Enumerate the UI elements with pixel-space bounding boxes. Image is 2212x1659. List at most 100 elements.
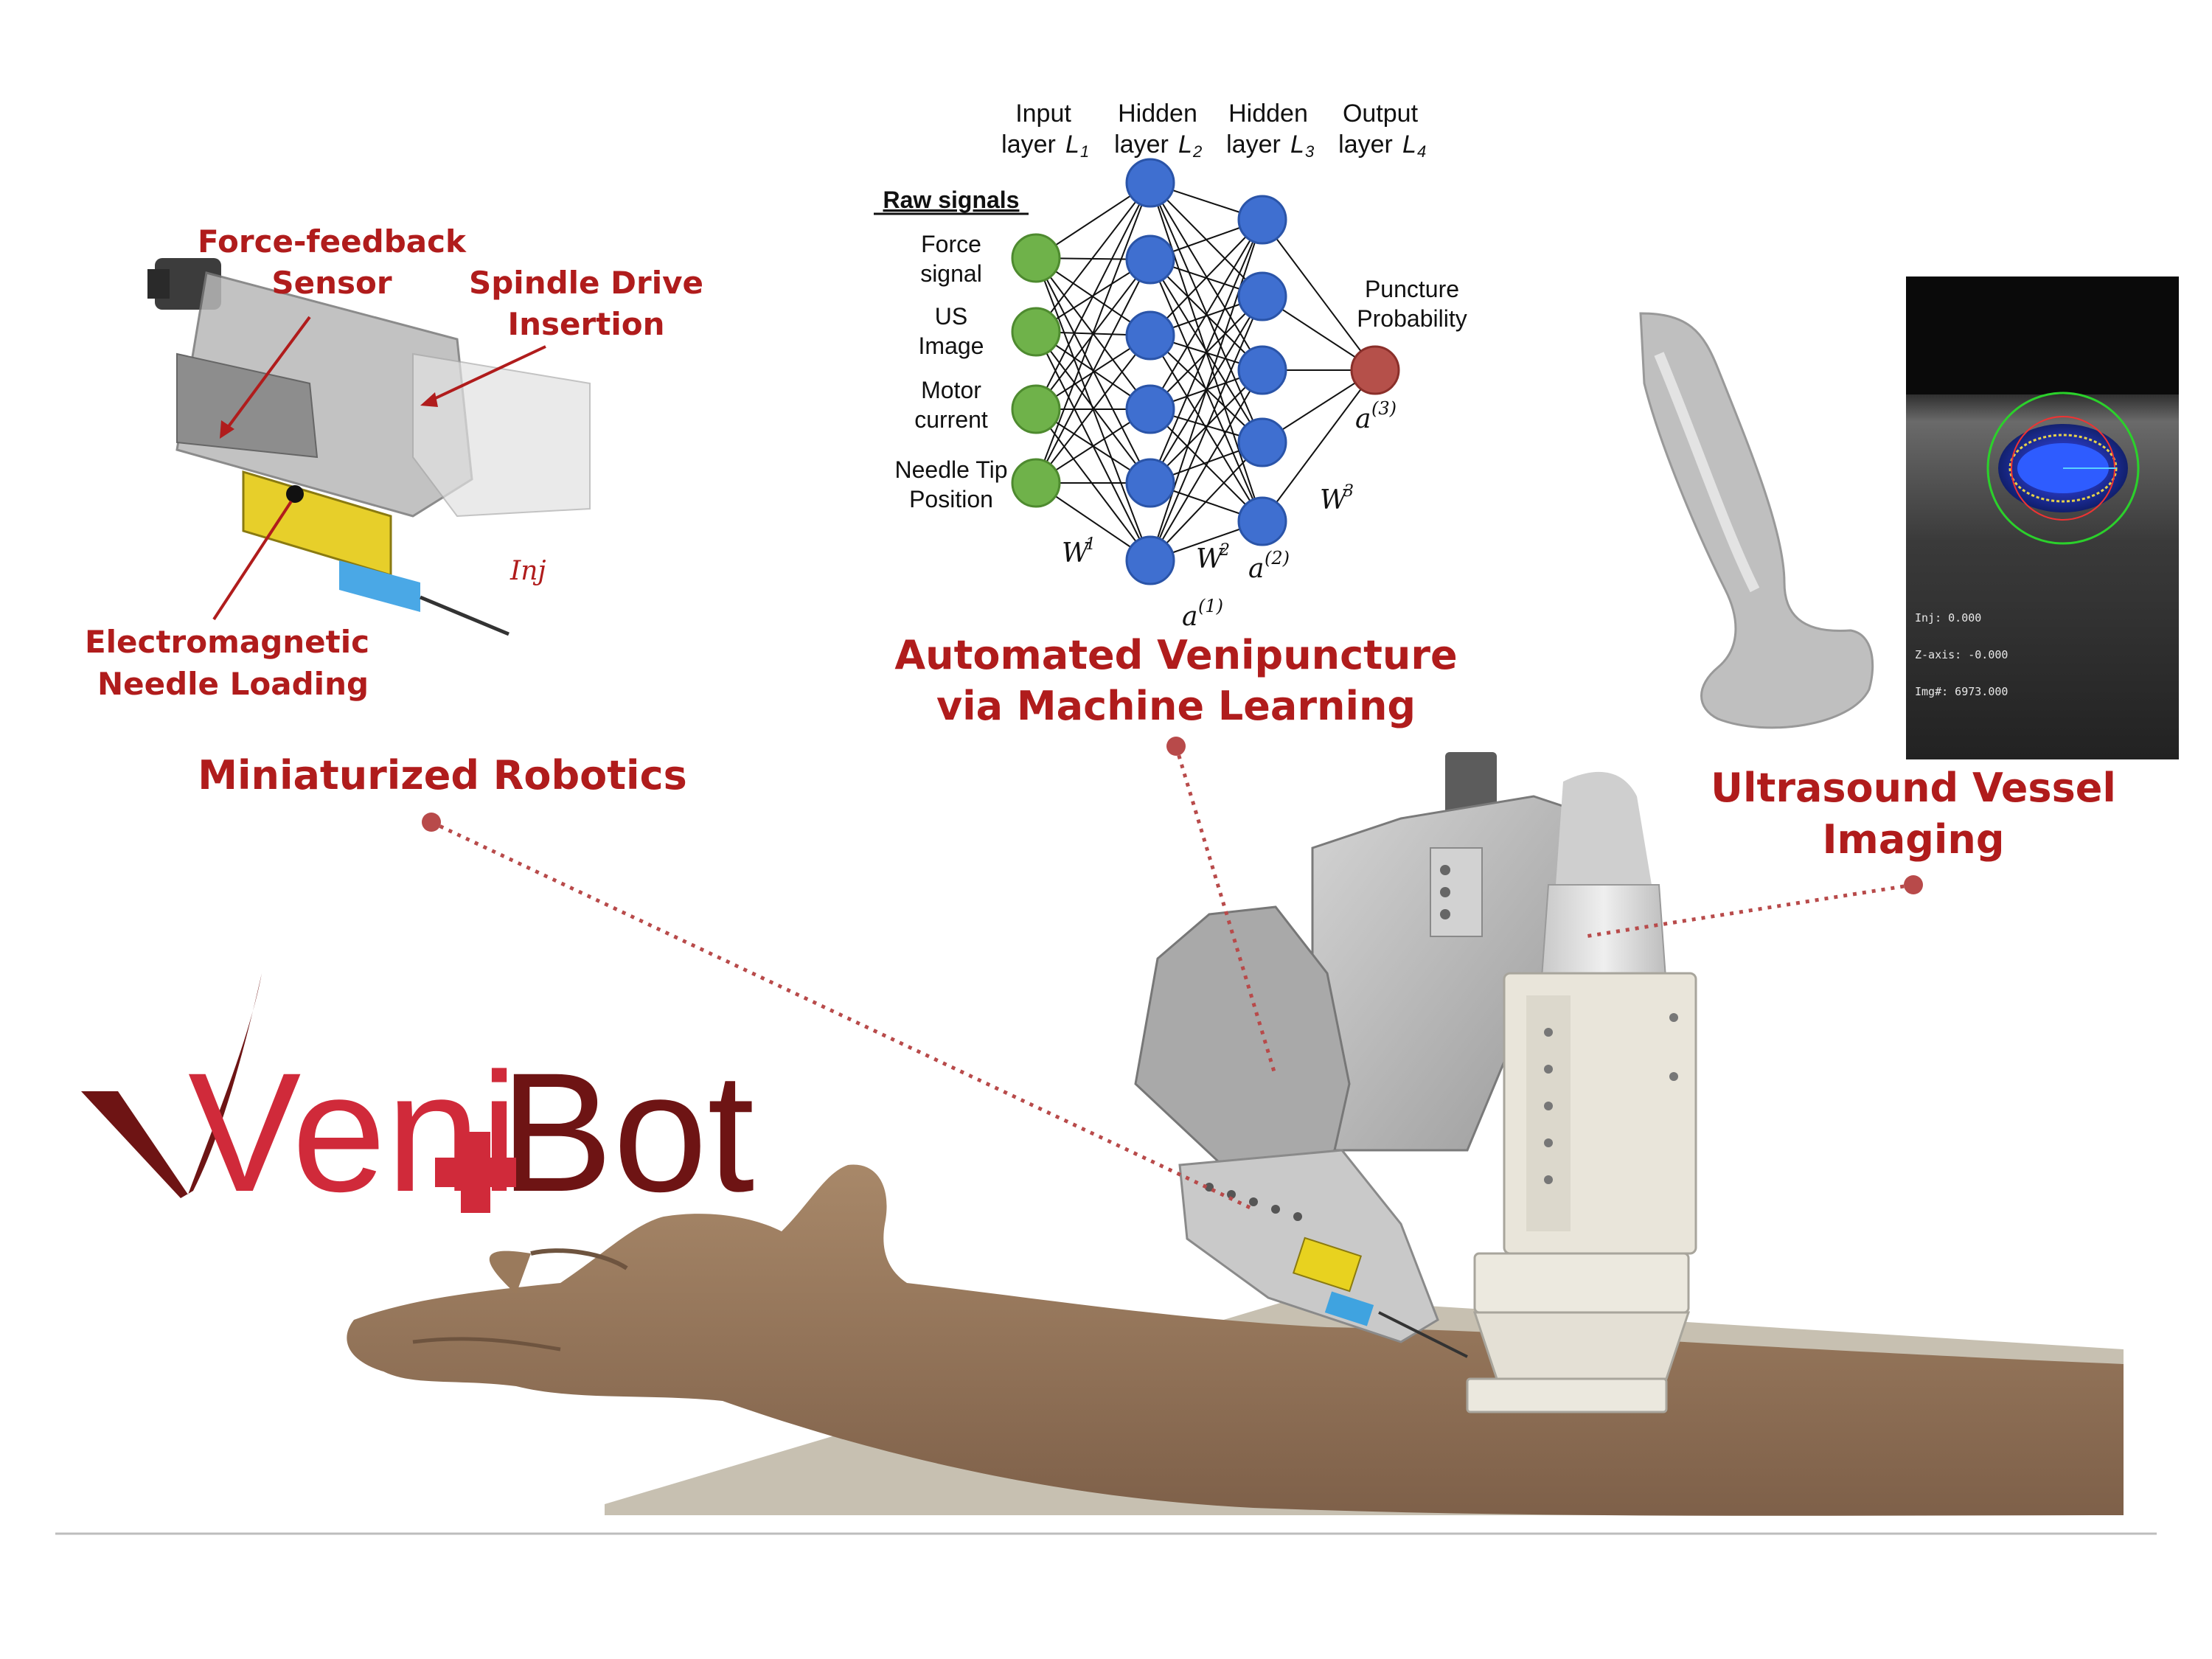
nn-edge xyxy=(1035,182,1151,333)
nn-node-layer3-3 xyxy=(1237,345,1287,395)
svg-text:layer: layer xyxy=(1114,131,1169,159)
svg-text:a: a xyxy=(1248,554,1264,584)
input-label-force: Force xyxy=(921,231,981,257)
output-label-2: Probability xyxy=(1357,305,1467,332)
nn-edge xyxy=(1035,335,1151,484)
nn-node-layer1-4 xyxy=(1011,458,1061,508)
nn-node-layer1-2 xyxy=(1011,307,1061,357)
svg-text:layer: layer xyxy=(1226,131,1281,159)
svg-text:Hidden: Hidden xyxy=(1228,100,1308,128)
a2-label: a (2) xyxy=(1248,548,1290,584)
svg-text:1: 1 xyxy=(1080,142,1089,161)
svg-text:1: 1 xyxy=(1085,535,1096,554)
output-label: Puncture xyxy=(1365,276,1459,302)
a1-label: a (1) xyxy=(1182,596,1223,632)
venibot-logo: Veni Bot xyxy=(81,973,754,1227)
nn-edge xyxy=(1150,219,1263,410)
miniaturized-robotics-callout: Miniaturized Robotics xyxy=(198,752,686,799)
ultrasound-callout-line2: Imaging xyxy=(1822,816,2004,863)
nn-node-layer2-1 xyxy=(1125,158,1175,208)
a3-label: a (3) xyxy=(1355,398,1397,434)
svg-text:Hidden: Hidden xyxy=(1118,100,1197,128)
em-loading-label: Electromagnetic xyxy=(85,624,369,660)
nn-edge xyxy=(1150,219,1263,561)
layer-header-4: Output layer L 4 xyxy=(1338,100,1426,161)
layer-header-1: Input layer L 1 xyxy=(1001,100,1089,161)
nn-edge xyxy=(1035,259,1151,484)
nn-node-layer2-3 xyxy=(1125,310,1175,361)
mount-holes xyxy=(1205,1183,1302,1221)
nn-edge xyxy=(1035,182,1151,410)
svg-text:L: L xyxy=(1290,131,1304,159)
input-label-needle-2: Position xyxy=(909,486,993,512)
svg-text:a: a xyxy=(1355,404,1371,434)
us-overlay-img: Img#: 6973.000 xyxy=(1915,685,2008,698)
w2-label: W 2 xyxy=(1196,541,1230,574)
spindle-label-2: Insertion xyxy=(508,306,665,342)
nn-node-layer1-1 xyxy=(1011,233,1061,283)
spindle-label: Spindle Drive xyxy=(469,265,703,301)
input-label-motor: Motor xyxy=(921,377,981,403)
svg-text:layer: layer xyxy=(1338,131,1393,159)
force-sensor-label-2: Sensor xyxy=(271,265,392,301)
nn-edge xyxy=(1150,369,1263,561)
svg-text:L: L xyxy=(1402,131,1416,159)
nn-edge xyxy=(1150,442,1263,561)
svg-text:L: L xyxy=(1065,131,1079,159)
svg-text:W: W xyxy=(1320,485,1349,515)
nn-node-layer3-5 xyxy=(1237,496,1287,546)
raw-signals-title: Raw signals xyxy=(883,187,1020,213)
svg-text:(1): (1) xyxy=(1198,596,1223,616)
us-overlay-inj: Inj: 0.000 xyxy=(1915,611,1981,625)
svg-text:3: 3 xyxy=(1343,482,1354,501)
ultrasound-callout-line1: Ultrasound Vessel xyxy=(1711,765,2116,811)
arm-and-hand xyxy=(347,1164,2124,1516)
logo-text-bot: Bot xyxy=(500,1037,754,1227)
svg-text:Output: Output xyxy=(1343,100,1419,128)
robotics-callout-line xyxy=(430,820,1255,1211)
svg-text:W: W xyxy=(1062,538,1091,568)
force-sensor-label: Force-feedback xyxy=(198,223,467,260)
nn-node-layer4-1 xyxy=(1350,345,1400,395)
svg-text:a: a xyxy=(1182,602,1197,632)
probe-mount-holes xyxy=(1544,1013,1678,1184)
layer-header-3: Hidden layer L 3 xyxy=(1226,100,1315,161)
input-label-force-2: signal xyxy=(920,260,982,287)
layer-header-2: Hidden layer L 2 xyxy=(1114,100,1202,161)
nn-edge xyxy=(1262,219,1376,371)
ml-callout-line1: Automated Venipuncture xyxy=(894,632,1457,678)
nn-node-layer2-2 xyxy=(1125,234,1175,285)
svg-text:Input: Input xyxy=(1015,100,1071,128)
nn-edge xyxy=(1035,182,1151,484)
svg-text:L: L xyxy=(1178,131,1192,159)
robot-cad-render xyxy=(147,258,591,636)
nn-node-layer2-6 xyxy=(1125,535,1175,585)
nn-edge xyxy=(1150,219,1263,484)
ml-callout-line2: via Machine Learning xyxy=(936,683,1416,729)
w3-label: W 3 xyxy=(1320,482,1354,515)
ultrasound-image: Inj: 0.000 Z-axis: -0.000 Img#: 6973.000 xyxy=(1906,276,2179,759)
nn-edge xyxy=(1150,219,1263,336)
svg-text:4: 4 xyxy=(1417,142,1426,161)
inj-label: Inj xyxy=(509,556,546,586)
ultrasound-probe-photo xyxy=(1639,312,1874,729)
nn-edge xyxy=(1150,182,1263,443)
us-overlay-zaxis: Z-axis: -0.000 xyxy=(1915,648,2008,661)
nn-node-layer3-1 xyxy=(1237,195,1287,245)
force-sensor-arrow xyxy=(223,316,311,433)
svg-text:W: W xyxy=(1196,544,1225,574)
svg-text:layer: layer xyxy=(1001,131,1056,159)
input-label-needle: Needle Tip xyxy=(895,456,1008,483)
venibot-device xyxy=(1134,752,1697,1413)
w1-label: W 1 xyxy=(1062,535,1096,568)
nn-node-layer1-3 xyxy=(1011,384,1061,434)
input-label-motor-2: current xyxy=(914,406,988,433)
nn-node-layer2-5 xyxy=(1125,458,1175,508)
svg-text:3: 3 xyxy=(1305,142,1315,161)
nn-edge xyxy=(1262,369,1376,522)
nn-edge xyxy=(1150,296,1263,561)
input-label-us-2: Image xyxy=(919,333,984,359)
svg-text:2: 2 xyxy=(1219,541,1230,560)
nn-edge xyxy=(1035,331,1151,484)
